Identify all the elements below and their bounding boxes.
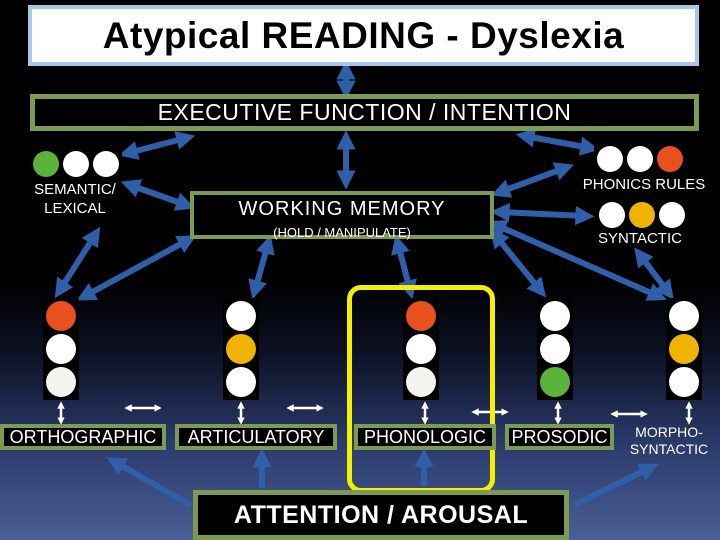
lamp-white (93, 151, 119, 177)
lamp-white (659, 202, 685, 228)
lamp-dim (46, 367, 76, 397)
arrow-exec-semantic (118, 131, 196, 160)
lamp-dim (406, 367, 436, 397)
page-title: Atypical READING - Dyslexia (102, 14, 625, 56)
orthographic-label-box: ORTHOGRAPHIC (0, 424, 166, 450)
title-box: Atypical READING - Dyslexia (28, 5, 699, 66)
morphosyntactic-light (666, 298, 702, 400)
lamp-white (597, 146, 623, 172)
lamp-yellow (629, 202, 655, 228)
lamp-white (599, 202, 625, 228)
articulatory-label: ARTICULATORY (187, 426, 325, 447)
prosodic-label: PROSODIC (511, 426, 608, 447)
attention-label: ATTENTION / AROUSAL (233, 500, 529, 529)
lamp-white (540, 334, 570, 364)
articulatory-light (223, 298, 259, 400)
phonics-light (594, 144, 686, 174)
semantic-label: SEMANTIC/ LEXICAL (34, 181, 116, 217)
lamp-white (627, 146, 653, 172)
phonologic-light (403, 298, 439, 400)
lamp-white (63, 151, 89, 177)
arrow-wm-morpho (487, 220, 667, 301)
lamp-green (33, 151, 59, 177)
arrow-attn-prosodic (572, 463, 659, 508)
morphosyntactic-label: MORPHO- SYNTACTIC (629, 424, 709, 457)
arrow-wm-orth (76, 235, 197, 301)
lamp-red (406, 301, 436, 331)
articulatory-label-box: ARTICULATORY (175, 424, 337, 450)
syntactic-label: SYNTACTIC (598, 230, 682, 247)
lamp-white (669, 367, 699, 397)
working-memory-label: WORKING MEMORY (238, 198, 446, 220)
lamp-red (46, 301, 76, 331)
working-memory-box: WORKING MEMORY (HOLD / MANIPULATE) (190, 191, 494, 240)
prosodic-label-box: PROSODIC (505, 424, 614, 450)
syntactic-light (596, 200, 688, 230)
working-memory-sub: (HOLD / MANIPULATE) (273, 225, 411, 240)
lamp-red (657, 146, 683, 172)
arrow-semantic-orth (54, 226, 101, 299)
lamp-green (540, 367, 570, 397)
phonics-label: PHONICS RULES (582, 176, 706, 193)
orthographic-light (43, 298, 79, 400)
lamp-white (46, 334, 76, 364)
lamp-white (226, 301, 256, 331)
arrow-wm-artic (248, 234, 275, 300)
lamp-white (540, 301, 570, 331)
arrow-wm-phono (391, 234, 417, 300)
lamp-yellow (669, 334, 699, 364)
attention-box: ATTENTION / AROUSAL (193, 490, 569, 540)
arrow-exec-phonics (515, 128, 600, 156)
phonologic-label: PHONOLOGIC (363, 426, 487, 447)
arrow-wm-syntactic (490, 202, 595, 226)
orthographic-label: ORTHOGRAPHIC (9, 426, 157, 447)
executive-function-box: EXECUTIVE FUNCTION / INTENTION (30, 94, 699, 131)
phonologic-label-box: PHONOLOGIC (354, 424, 496, 450)
arrow-wm-phonics (490, 162, 575, 198)
prosodic-light (537, 298, 573, 400)
lamp-white (226, 367, 256, 397)
arrow-attn-orth (106, 457, 192, 508)
lamp-white (669, 301, 699, 331)
arrow-semantic-wm (120, 179, 196, 211)
lamp-yellow (226, 334, 256, 364)
executive-label: EXECUTIVE FUNCTION / INTENTION (157, 99, 572, 125)
semantic-light (30, 149, 122, 179)
arrow-syntactic-morpho (634, 247, 674, 300)
lamp-white (406, 334, 436, 364)
